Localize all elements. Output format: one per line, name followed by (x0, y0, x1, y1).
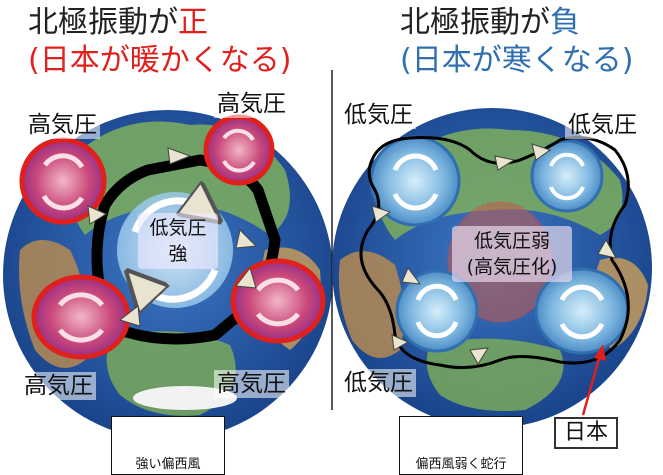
right-jet-arrowhead-1 (371, 205, 392, 223)
left-high-bottomleft (31, 274, 131, 360)
left-high-topright-arrow-2 (222, 159, 256, 173)
left-center-line1: 低気圧 (149, 217, 207, 239)
left-globe-ice (133, 386, 237, 410)
right-low-topright-arrow-1 (549, 152, 585, 167)
left-high-bottomright (230, 258, 326, 344)
left-high-topleft-disc (19, 137, 107, 225)
left-high-topright-arrow-1 (222, 128, 255, 142)
right-legend-text: 偏西風弱く蛇行 (415, 457, 507, 472)
japan-label: 日本 (554, 417, 619, 449)
right-low-topleft-arrow-2 (392, 192, 439, 211)
left-high-bottomright-arrow-1 (255, 277, 301, 292)
right-jet-arrowhead-2 (494, 155, 516, 171)
right-title-sign: 負 (550, 5, 580, 40)
left-high-bottomleft-arrow-1 (57, 292, 105, 307)
right-low-bottomright-arrow-2 (559, 322, 605, 340)
left-legend-text: 強い偏西風 (135, 457, 201, 472)
left-high-topright (203, 114, 275, 186)
right-low-bottomleft-arrow-2 (415, 321, 459, 339)
right-jet-arrowhead-4 (597, 238, 617, 259)
left-jet-arrowhead-5 (235, 266, 257, 289)
right-globe-land-west (338, 251, 404, 358)
left-jet-arrowheads (87, 147, 258, 327)
right-label-low-topleft: 低気圧 (341, 101, 416, 129)
right-jet-arrowhead-6 (469, 347, 489, 365)
right-title-text: 北極振動が (400, 5, 550, 40)
left-center-label: 低気圧 強 (138, 213, 218, 269)
left-label-high-bottomright: 高気圧 (214, 370, 289, 398)
right-low-topright (530, 139, 604, 213)
right-label-low-bottomleft: 低気圧 (341, 369, 416, 397)
left-high-topleft-arrow-2 (41, 194, 85, 211)
left-center-low-arrow-2 (140, 270, 219, 299)
left-high-bottomleft-disc (31, 274, 131, 360)
left-label-high-bottomleft: 高気圧 (21, 372, 96, 400)
left-title-sign: 正 (178, 5, 208, 40)
right-center-label: 低気圧弱 (高気圧化) (452, 226, 572, 282)
japan-pointer-line (581, 354, 602, 416)
left-title-text: 北極振動が (28, 5, 178, 40)
japan-pointer-head (594, 344, 606, 361)
left-high-topleft (19, 137, 107, 225)
left-legend: 強い偏西風 (111, 416, 225, 475)
left-jet-arrowhead-3 (235, 229, 258, 249)
right-title: 北極振動が負 (400, 6, 580, 40)
right-low-bottomleft-arrow-1 (415, 283, 459, 301)
right-low-bottomleft (395, 269, 479, 353)
left-jet-arrowhead-4 (118, 305, 141, 327)
right-jet-arrowhead-7 (391, 334, 410, 351)
left-label-high-topright: 高気圧 (214, 90, 289, 118)
left-high-bottomright-arrow-2 (255, 312, 301, 327)
right-jet-arrowheads (371, 143, 617, 365)
right-jet-arrowhead-5 (401, 267, 422, 285)
left-label-high-topleft: 高気圧 (25, 111, 100, 139)
right-low-topleft-arrow-1 (392, 153, 439, 172)
right-center-line1: 低気圧弱 (473, 230, 550, 252)
left-jet-arrowhead-2 (167, 147, 192, 165)
right-low-bottomleft-disc (395, 269, 479, 353)
left-jet-arrowhead-1 (87, 205, 108, 225)
left-high-topright-disc (203, 114, 275, 186)
left-high-bottomleft-arrow-2 (57, 328, 105, 343)
left-high-topleft-arrow-1 (42, 153, 85, 169)
left-subtitle: (日本が暖かくなる) (28, 43, 292, 78)
left-title: 北極振動が正 (28, 6, 208, 40)
right-legend: 偏西風弱く蛇行 (399, 416, 523, 475)
right-low-topright-arrow-2 (549, 186, 585, 201)
right-low-bottomright-arrow-1 (559, 284, 605, 302)
right-label-low-topright: 低気圧 (565, 111, 640, 139)
left-high-bottomright-disc (230, 258, 326, 344)
right-subtitle: (日本が寒くなる) (400, 43, 634, 78)
right-jet-arrowhead-3 (531, 143, 552, 161)
right-low-topright-disc (530, 139, 604, 213)
left-center-line2: 強 (168, 243, 188, 265)
right-center-line2: (高気圧化) (466, 256, 558, 278)
